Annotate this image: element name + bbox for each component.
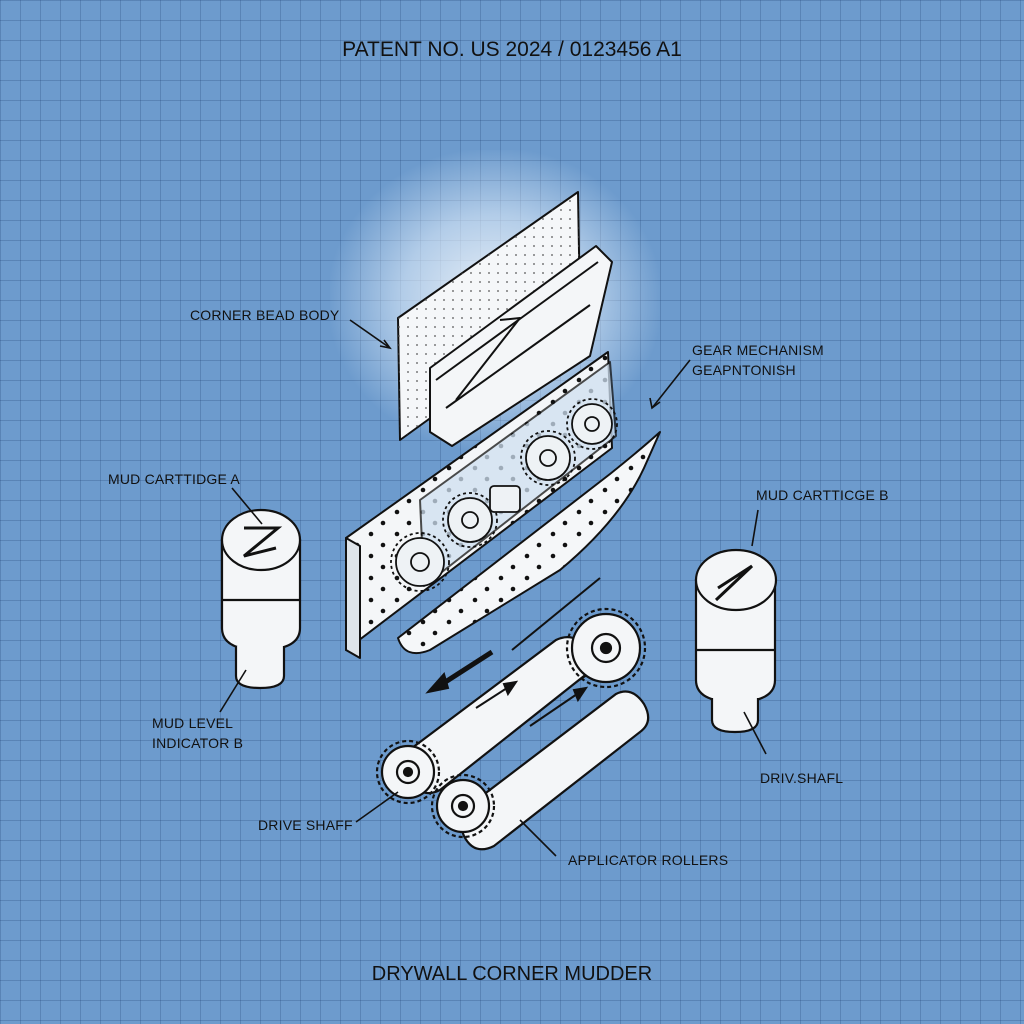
applicator-rollers [375,607,650,851]
label-applicator-rollers: APPLICATOR ROLLERS [568,852,729,868]
label-mud-cartridge-a: MUD CARTTIDGE A [108,471,240,487]
corner-bead-body [397,191,613,447]
label-drive-shaft-left: DRIVE SHAFF [258,817,353,833]
label-corner-bead-body: CORNER BEAD BODY [190,307,340,323]
label-mud-cartridge-b: MUD CARTTICGE B [756,487,889,503]
label-gear-mechanism: GEAR MECHANISM [692,342,824,358]
leader-lines [219,319,767,857]
label-drive-shaft-right: DRIV.SHAFL [760,770,844,786]
device-title: DRYWALL CORNER MUDDER [371,963,653,985]
mud-cartridge-a [220,508,302,690]
label-gear-mechanism-sub: GEAPNTONISH [692,362,796,378]
label-indicator-b: INDICATOR B [152,735,244,751]
motion-arrows [425,577,601,727]
patent-number: PATENT NO. US 2024 / 0123456 A1 [342,38,682,61]
label-mud-level: MUD LEVEL [152,715,234,731]
gear-train [390,398,618,592]
mud-cartridge-b [694,548,778,734]
